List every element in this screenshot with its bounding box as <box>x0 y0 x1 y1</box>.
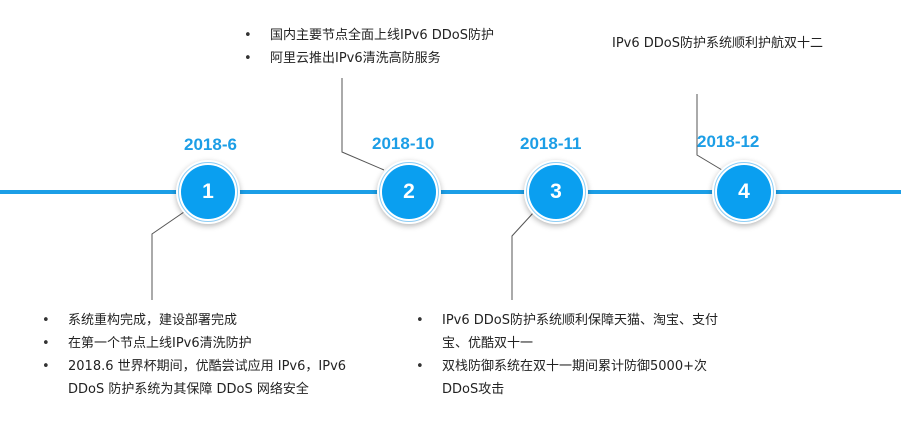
connector-2 <box>341 78 385 171</box>
year-label-3: 2018-11 <box>520 134 582 153</box>
node-number-4: 4 <box>717 165 771 219</box>
year-label-1: 2018-6 <box>184 135 237 154</box>
event-4-text: IPv6 DDoS防护系统顺利护航双十二 <box>612 36 823 51</box>
node-3: 3 <box>524 160 588 224</box>
year-label-2: 2018-10 <box>372 134 435 153</box>
event-2-list: 国内主要节点全面上线IPv6 DDoS防护 阿里云推出IPv6清洗高防服务 <box>244 24 564 70</box>
list-item: 在第一个节点上线IPv6清洗防护 <box>42 332 362 355</box>
list-item: 国内主要节点全面上线IPv6 DDoS防护 <box>244 24 564 47</box>
connector-1 <box>151 211 185 300</box>
list-item: 系统重构完成，建设部署完成 <box>42 309 362 332</box>
node-4: 4 <box>712 160 776 224</box>
year-label-4: 2018-12 <box>697 132 760 151</box>
node-number-3: 3 <box>529 165 583 219</box>
connector-3 <box>511 211 535 300</box>
list-item: 2018.6 世界杯期间，优酷尝试应用 IPv6，IPv6 DDoS 防护系统为… <box>42 355 362 401</box>
node-number-2: 2 <box>382 165 436 219</box>
connector-4 <box>696 94 723 171</box>
list-item: IPv6 DDoS防护系统顺利保障天猫、淘宝、支付宝、优酷双十一 <box>416 309 730 355</box>
event-3-list: IPv6 DDoS防护系统顺利保障天猫、淘宝、支付宝、优酷双十一 双栈防御系统在… <box>416 309 730 401</box>
timeline-axis <box>0 190 901 194</box>
list-item: 双栈防御系统在双十一期间累计防御5000+次DDoS攻击 <box>416 355 730 401</box>
node-1: 1 <box>176 160 240 224</box>
node-2: 2 <box>377 160 441 224</box>
node-number-1: 1 <box>181 165 235 219</box>
list-item: 阿里云推出IPv6清洗高防服务 <box>244 47 564 70</box>
event-1-list: 系统重构完成，建设部署完成 在第一个节点上线IPv6清洗防护 2018.6 世界… <box>42 309 362 401</box>
